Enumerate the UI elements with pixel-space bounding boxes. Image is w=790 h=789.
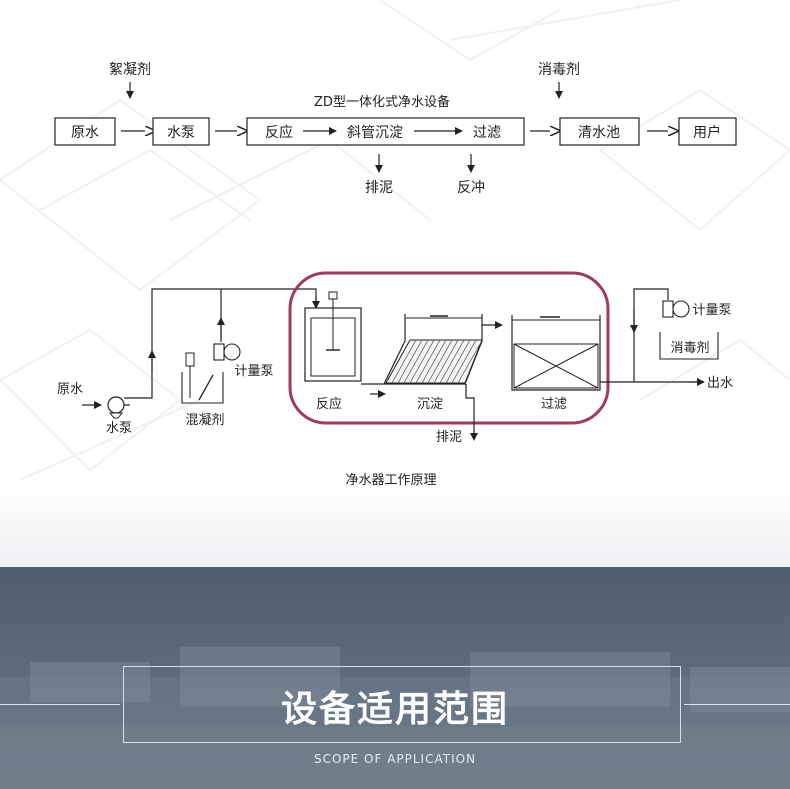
banner-subtitle: SCOPE OF APPLICATION: [313, 752, 477, 766]
schem-pump-label: 水泵: [106, 421, 132, 436]
settle-text: 斜管沉淀: [347, 125, 403, 141]
settling-label: 沉淀: [417, 397, 443, 412]
application-banner: 设备适用范围 SCOPE OF APPLICATION: [0, 567, 790, 789]
coagulant-tank: [181, 352, 224, 404]
disinfectant-tank: [659, 332, 719, 360]
outflow-label: 出水: [707, 376, 733, 391]
water-pump-icon: [107, 396, 130, 419]
user-box: [678, 117, 737, 146]
sludge-pipe: [465, 384, 475, 428]
main-pipe: [124, 288, 317, 399]
process-diagram: 絮凝剂 消毒剂 原水 水泵 ZD型一体化式净水设备 反应 斜管沉淀 过滤 清水池…: [54, 61, 737, 488]
pump-text: 水泵: [167, 125, 195, 141]
metering-pump-left-icon: [213, 343, 241, 361]
metering-pump-right-label: 计量泵: [692, 303, 731, 318]
factory-background: [0, 647, 790, 789]
background-watermark: [0, 0, 790, 481]
backwash-label: 反冲: [457, 180, 485, 196]
reaction-label: 反应: [316, 396, 342, 412]
reaction-tank: [304, 291, 362, 382]
metering-pump-right-icon: [662, 300, 690, 318]
filter-tank: [511, 315, 601, 391]
disinfectant-label: 消毒剂: [538, 62, 580, 78]
device-highlight-frame: [288, 271, 610, 425]
filter-text: 过滤: [473, 125, 501, 141]
sludge-label: 排泥: [365, 180, 393, 196]
schematic-caption: 净水器工作原理: [345, 473, 436, 488]
pump-box: [152, 117, 210, 146]
disinfectant-tank-label: 消毒剂: [670, 341, 709, 356]
device-title: ZD型一体化式净水设备: [314, 94, 450, 110]
schem-sludge-label: 排泥: [436, 430, 462, 445]
device-box: [246, 117, 525, 146]
clear-pool-box: [559, 117, 640, 146]
schem-raw-water-label: 原水: [57, 382, 83, 397]
reaction-text: 反应: [265, 124, 293, 141]
right-rule: [684, 704, 790, 705]
metering-pump-left-label: 计量泵: [234, 364, 273, 379]
disinfect-line: [633, 288, 669, 382]
user-text: 用户: [693, 124, 721, 141]
flocculant-label: 絮凝剂: [109, 61, 151, 78]
title-frame: [123, 666, 681, 743]
banner-title: 设备适用范围: [280, 689, 509, 730]
diagram-area: 絮凝剂 消毒剂 原水 水泵 ZD型一体化式净水设备 反应 斜管沉淀 过滤 清水池…: [0, 0, 790, 567]
left-rule: [0, 704, 120, 705]
raw-water-box: [54, 117, 116, 146]
filter-label: 过滤: [541, 397, 567, 412]
raw-water-text: 原水: [71, 125, 99, 141]
coagulant-label: 混凝剂: [185, 412, 224, 428]
clear-pool-text: 清水池: [578, 125, 620, 141]
settling-tank: [383, 314, 483, 385]
